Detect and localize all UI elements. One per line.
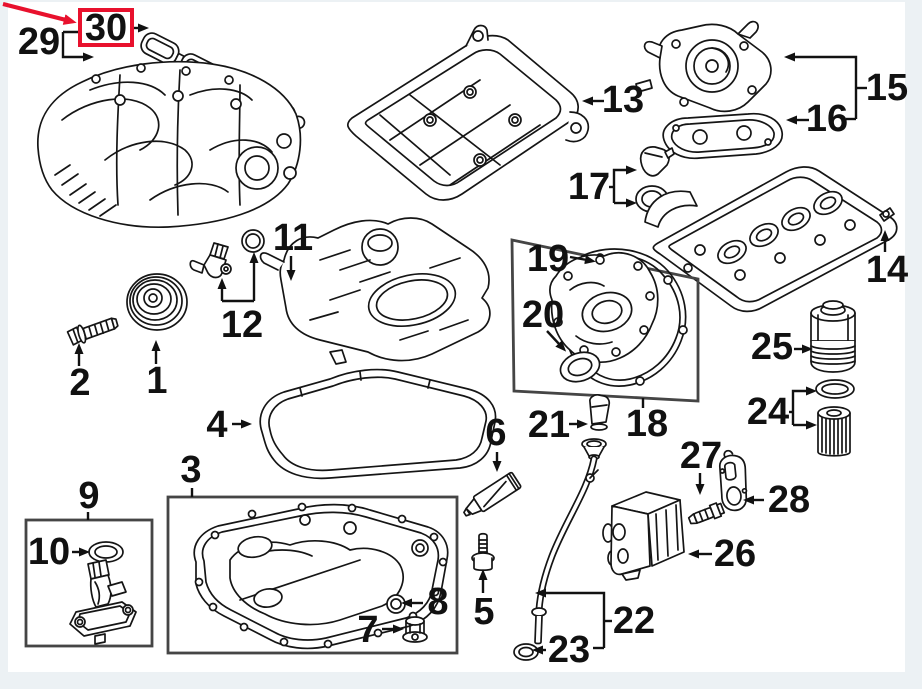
part-timing-cover[interactable] bbox=[549, 252, 659, 363]
part-oil-filter-element[interactable] bbox=[817, 406, 851, 457]
part-cooler-bolt[interactable] bbox=[687, 502, 726, 528]
callout-23[interactable]: 23 bbox=[548, 629, 590, 671]
callout-6[interactable]: 6 bbox=[485, 412, 506, 454]
callout-8[interactable]: 8 bbox=[427, 581, 448, 623]
leader-lines bbox=[61, 23, 890, 655]
part-intake-manifold[interactable] bbox=[37, 60, 302, 229]
callout-1[interactable]: 1 bbox=[146, 360, 167, 402]
callout-25[interactable]: 25 bbox=[751, 326, 793, 368]
highlight-box bbox=[78, 8, 134, 47]
part-drain-plug-washer[interactable] bbox=[386, 594, 406, 614]
part-sealant[interactable] bbox=[460, 471, 522, 521]
callout-27[interactable]: 27 bbox=[680, 435, 722, 477]
callout-26[interactable]: 26 bbox=[714, 533, 756, 575]
part-vacuum-pump[interactable] bbox=[635, 20, 772, 113]
part-upper-oil-pan[interactable] bbox=[346, 24, 590, 201]
callout-15[interactable]: 15 bbox=[866, 67, 908, 109]
part-cooler-gasket[interactable] bbox=[717, 449, 750, 512]
callout-13[interactable]: 13 bbox=[602, 79, 644, 121]
part-oil-filter-cap[interactable] bbox=[810, 300, 856, 373]
part-crankshaft-seal[interactable] bbox=[557, 348, 604, 387]
callout-28[interactable]: 28 bbox=[768, 479, 810, 521]
part-oil-baffle[interactable] bbox=[259, 217, 491, 365]
part-bolt-5[interactable] bbox=[471, 532, 495, 572]
callout-17[interactable]: 17 bbox=[568, 166, 610, 208]
part-sensor-o-ring[interactable] bbox=[241, 229, 265, 253]
callout-21[interactable]: 21 bbox=[528, 404, 570, 446]
callout-29[interactable]: 29 bbox=[18, 21, 60, 63]
callout-30[interactable]: 30 bbox=[85, 7, 127, 49]
callout-10[interactable]: 10 bbox=[28, 531, 70, 573]
part-oil-pan[interactable] bbox=[193, 502, 449, 650]
part-oil-pan-gasket[interactable] bbox=[259, 368, 497, 480]
callout-11[interactable]: 11 bbox=[273, 217, 313, 259]
part-filter-o-ring[interactable] bbox=[815, 379, 855, 399]
group-box-3 bbox=[166, 495, 459, 655]
callout-14[interactable]: 14 bbox=[866, 249, 908, 291]
part-oil-level-sensor[interactable] bbox=[69, 559, 137, 645]
callout-3[interactable]: 3 bbox=[180, 449, 201, 491]
part-valve-cover[interactable] bbox=[644, 166, 898, 313]
part-sensor-o-ring-10[interactable] bbox=[88, 541, 124, 563]
part-drain-plug[interactable] bbox=[402, 616, 428, 643]
part-oil-cooler[interactable] bbox=[602, 491, 685, 581]
part-oil-filler-cap[interactable] bbox=[639, 146, 675, 177]
callout-9[interactable]: 9 bbox=[78, 475, 99, 517]
part-dipstick-tube-o-ring[interactable] bbox=[513, 643, 539, 661]
callout-12[interactable]: 12 bbox=[221, 304, 263, 346]
callout-19[interactable]: 19 bbox=[527, 238, 569, 280]
part-crankshaft-pulley[interactable] bbox=[126, 273, 188, 331]
callout-20[interactable]: 20 bbox=[522, 294, 564, 336]
callout-24[interactable]: 24 bbox=[747, 391, 789, 433]
part-camshaft-sensor[interactable] bbox=[189, 242, 232, 279]
callout-5[interactable]: 5 bbox=[473, 591, 494, 633]
callout-16[interactable]: 16 bbox=[806, 98, 848, 140]
callout-4[interactable]: 4 bbox=[206, 404, 227, 446]
callout-22[interactable]: 22 bbox=[613, 600, 655, 642]
highlight-arrow-icon bbox=[2, 2, 77, 25]
callout-7[interactable]: 7 bbox=[357, 609, 378, 651]
part-pulley-bolt[interactable] bbox=[66, 315, 120, 346]
part-pump-gasket[interactable] bbox=[662, 112, 783, 160]
callout-2[interactable]: 2 bbox=[69, 362, 90, 404]
callout-18[interactable]: 18 bbox=[626, 403, 668, 445]
